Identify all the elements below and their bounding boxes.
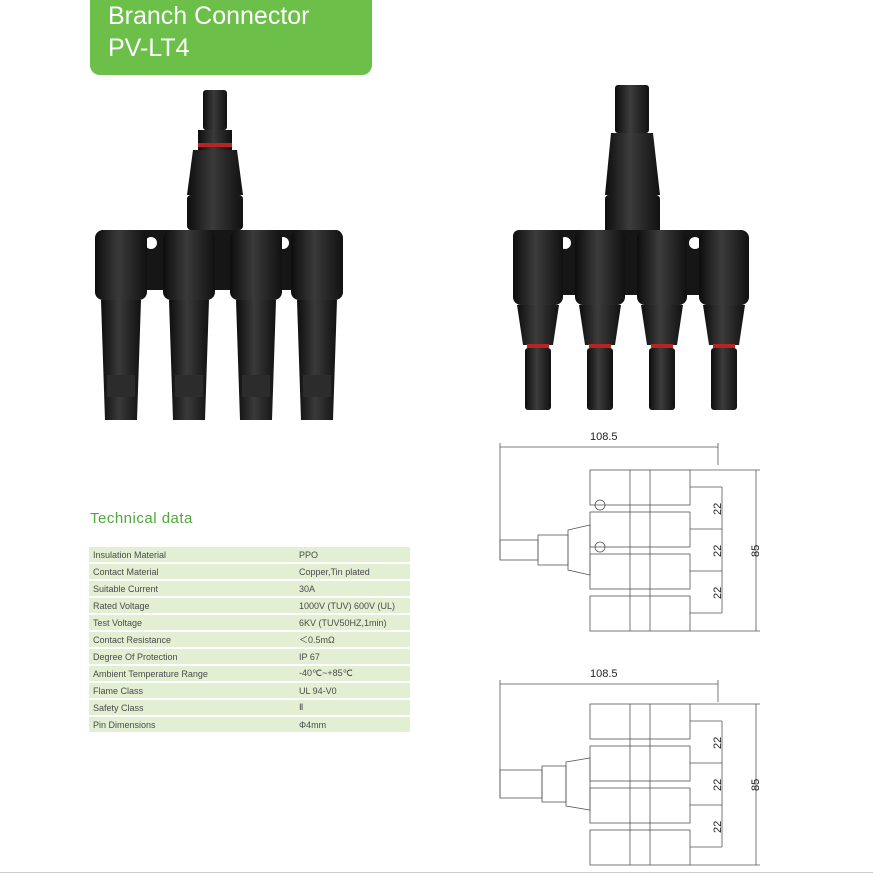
spec-value: Copper,Tin plated <box>295 564 410 579</box>
spec-label: Test Voltage <box>89 615 295 630</box>
spec-label: Degree Of Protection <box>89 649 295 664</box>
table-row: Ambient Temperature Range-40℃~+85℃ <box>89 666 410 681</box>
spec-value: -40℃~+85℃ <box>295 666 410 681</box>
width-dimension: 108.5 <box>590 668 618 680</box>
height-dimension: 85 <box>750 779 762 791</box>
pitch-dimension: 22 <box>712 821 724 833</box>
height-dimension: 85 <box>750 545 762 557</box>
title-banner: Branch Connector PV-LT4 <box>90 0 372 75</box>
spec-value: 6KV (TUV50HZ,1min) <box>295 615 410 630</box>
pitch-dimension: 22 <box>712 779 724 791</box>
connector-photo-male <box>513 85 749 410</box>
connector-photo-female <box>95 90 343 420</box>
dimension-drawing-top: 108.5 22 22 22 85 <box>499 431 762 632</box>
spec-label: Suitable Current <box>89 581 295 596</box>
spec-label: Ambient Temperature Range <box>89 666 295 681</box>
spec-label: Pin Dimensions <box>89 717 295 732</box>
section-title: Technical data <box>90 510 193 527</box>
spec-value: PPO <box>295 547 410 562</box>
spec-value: 30A <box>295 581 410 596</box>
spec-label: Insulation Material <box>89 547 295 562</box>
spec-value: 1000V (TUV) 600V (UL) <box>295 598 410 613</box>
width-dimension: 108.5 <box>590 431 618 443</box>
spec-label: Contact Material <box>89 564 295 579</box>
pitch-dimension: 22 <box>712 545 724 557</box>
spec-value: Ⅱ <box>295 700 410 715</box>
product-title: Branch Connector <box>108 2 310 30</box>
pitch-dimension: 22 <box>712 737 724 749</box>
spec-label: Rated Voltage <box>89 598 295 613</box>
table-row: Contact Resistance＜0.5mΩ <box>89 632 410 647</box>
spec-label: Contact Resistance <box>89 632 295 647</box>
pitch-dimension: 22 <box>712 587 724 599</box>
pitch-dimension: 22 <box>712 503 724 515</box>
divider <box>0 872 873 873</box>
spec-value: ＜0.5mΩ <box>295 632 410 647</box>
product-model: PV-LT4 <box>108 34 190 62</box>
spec-value: UL 94-V0 <box>295 683 410 698</box>
spec-value: Φ4mm <box>295 717 410 732</box>
dimension-drawing-bottom: 108.5 22 22 22 85 <box>499 668 762 866</box>
spec-label: Safety Class <box>89 700 295 715</box>
spec-label: Flame Class <box>89 683 295 698</box>
spec-value: IP 67 <box>295 649 410 664</box>
